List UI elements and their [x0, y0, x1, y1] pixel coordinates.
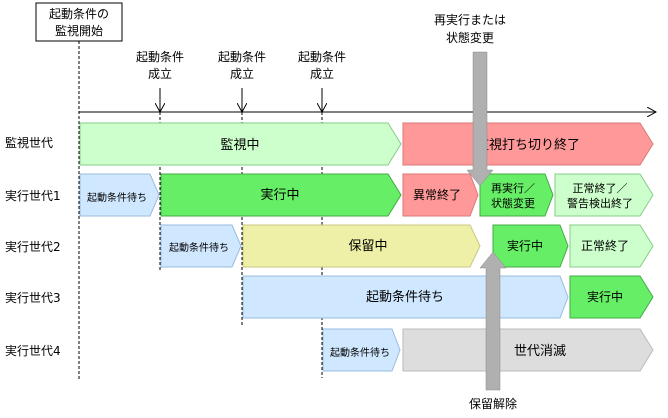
bar-run4-generation-vanished	[402, 328, 654, 372]
bar-run1-rerun	[479, 173, 554, 217]
bar-run3-running	[569, 275, 654, 319]
bar-run1-rerun-label-line1: 再実行／	[491, 181, 535, 195]
row-label-run1: 実行世代1	[5, 188, 61, 203]
bar-run4-generation-vanished-label: 世代消滅	[514, 344, 566, 359]
hold-release-label: 保留解除	[469, 396, 517, 411]
bar-run2-on-hold-label: 保留中	[348, 239, 387, 254]
condition-label-3-line2: 成立	[310, 66, 334, 81]
condition-label-3-line1: 起動条件	[298, 50, 346, 64]
bar-monitoring	[79, 122, 402, 166]
bar-monitor-cutoff	[402, 122, 654, 166]
bar-run2-waiting-label: 起動条件待ち	[169, 241, 229, 254]
rerun-down-arrow	[466, 51, 494, 187]
bar-run2-running-label: 実行中	[507, 238, 543, 253]
bar-run2-on-hold	[242, 224, 481, 268]
monitor-start-note-box	[35, 2, 123, 42]
bar-run3-running-label: 実行中	[587, 289, 623, 304]
condition-label-1-line2: 成立	[148, 66, 172, 81]
bar-run2-normal-end	[569, 224, 654, 268]
bar-monitor-cutoff-label: 監視打ち切り終了	[476, 137, 580, 153]
monitor-start-note-line1: 起動条件の	[49, 7, 109, 21]
bar-run1-running	[160, 173, 402, 217]
row-label-run3: 実行世代3	[5, 290, 61, 305]
row-label-monitor: 監視世代	[5, 135, 53, 150]
rerun-note-line1: 再実行または	[434, 12, 506, 27]
row-label-run2: 実行世代2	[5, 239, 61, 254]
bar-run1-normal-end	[554, 173, 654, 217]
bar-run3-waiting-label: 起動条件待ち	[366, 289, 444, 305]
bar-run4-waiting-label: 起動条件待ち	[330, 346, 390, 359]
bar-run1-abnormal-end-label: 異常終了	[413, 187, 461, 202]
condition-label-1-line1: 起動条件	[136, 50, 184, 64]
rerun-note-line2: 状態変更	[446, 30, 494, 45]
monitor-start-note-line2: 監視開始	[55, 23, 103, 38]
bar-run1-rerun-label-line2: 状態変更	[491, 196, 535, 210]
bar-run1-normal-end-label-line2: 警告検出終了	[567, 196, 633, 210]
row-label-run4: 実行世代4	[5, 343, 61, 358]
bar-run1-running-label: 実行中	[260, 187, 299, 203]
bar-run2-normal-end-label: 正常終了	[581, 238, 629, 253]
bar-run2-waiting	[160, 224, 242, 268]
bar-run4-waiting	[322, 328, 401, 372]
bar-run1-abnormal-end	[402, 173, 479, 217]
bar-monitoring-label: 監視中	[220, 137, 259, 153]
bar-run1-waiting-label: 起動条件待ち	[87, 191, 147, 204]
bar-run1-waiting	[79, 173, 160, 217]
condition-label-2-line2: 成立	[230, 66, 254, 81]
condition-label-2-line1: 起動条件	[218, 50, 266, 64]
bar-run1-normal-end-label-line1: 正常終了／	[573, 181, 628, 195]
hold-release-up-arrow	[479, 251, 507, 391]
